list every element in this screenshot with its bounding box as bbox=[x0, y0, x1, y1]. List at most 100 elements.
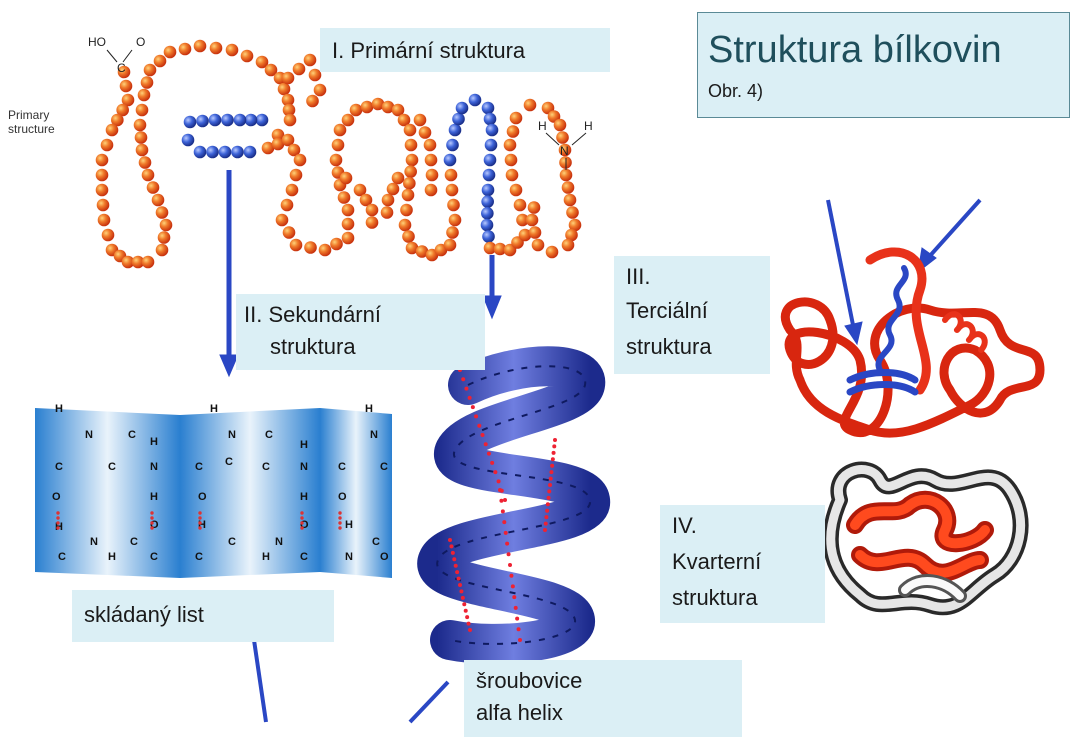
sheet-atom: C bbox=[225, 456, 233, 468]
helix-bond-dot bbox=[498, 488, 502, 492]
bead-red bbox=[96, 169, 109, 182]
helix-bond-dot bbox=[493, 470, 497, 474]
primary-structure-label: I. Primární struktura bbox=[332, 38, 525, 64]
sheet-atom: N bbox=[228, 429, 236, 441]
bead-red bbox=[283, 226, 296, 239]
secondary-label-line-1: II. Sekundární bbox=[244, 302, 381, 328]
helix-bond-dot bbox=[502, 520, 506, 524]
helix-bond-dot bbox=[487, 452, 491, 456]
sheet-atom: C bbox=[58, 551, 66, 563]
helix-bond-dot bbox=[451, 551, 455, 555]
bead-red bbox=[158, 231, 171, 244]
helix-bond-dot bbox=[544, 515, 548, 519]
helix-bond-dot bbox=[507, 552, 511, 556]
bead-blue bbox=[481, 207, 494, 220]
bead-red bbox=[528, 201, 541, 214]
bead-blue bbox=[234, 114, 247, 127]
bead-blue bbox=[444, 154, 457, 167]
bead-red bbox=[510, 184, 523, 197]
sheet-atom: C bbox=[150, 551, 158, 563]
bead-red bbox=[144, 64, 157, 77]
helix-bond-dot bbox=[449, 544, 453, 548]
hydrogen-bond-dot bbox=[150, 511, 153, 514]
helix-bond-dot bbox=[452, 557, 456, 561]
bead-red bbox=[424, 139, 437, 152]
pleated-sheet-label: skládaný list bbox=[84, 602, 204, 628]
helix-bond-dot bbox=[504, 531, 508, 535]
sheet-atom: C bbox=[195, 551, 203, 563]
hydrogen-bond-dot bbox=[338, 516, 341, 519]
bead-red bbox=[562, 181, 575, 194]
bead-red bbox=[293, 63, 306, 76]
bead-red bbox=[306, 95, 319, 108]
tertiary-label-line-1: III. bbox=[626, 264, 650, 290]
helix-bond-dot bbox=[468, 628, 472, 632]
sheet-atom: C bbox=[55, 461, 63, 473]
bead-red bbox=[404, 165, 417, 178]
bead-red bbox=[400, 204, 413, 217]
bead-red bbox=[342, 232, 355, 245]
bead-red bbox=[350, 104, 363, 117]
bead-red bbox=[141, 76, 154, 89]
helix-bond-dot bbox=[515, 617, 519, 621]
bead-red bbox=[506, 169, 519, 182]
bead-red bbox=[505, 154, 518, 167]
hydrogen-bond-dot bbox=[300, 511, 303, 514]
amino-n: N bbox=[560, 144, 569, 158]
bead-red bbox=[392, 172, 405, 185]
bead-red bbox=[154, 55, 167, 68]
bead-red bbox=[526, 214, 539, 227]
bead-red bbox=[532, 239, 545, 252]
quaternary-label-line-1: IV. bbox=[672, 513, 697, 539]
bead-red bbox=[332, 139, 345, 152]
bead-blue bbox=[184, 116, 197, 129]
bead-blue bbox=[256, 114, 269, 127]
bead-red bbox=[447, 199, 460, 212]
bead-blue bbox=[483, 169, 496, 182]
sheet-atom: H bbox=[365, 403, 373, 415]
helix-bond-dot bbox=[457, 577, 461, 581]
quaternary-structure-label-box: IV. Kvarterní struktura bbox=[660, 505, 825, 623]
bead-red bbox=[156, 206, 169, 219]
bead-blue bbox=[209, 114, 222, 127]
bead-red bbox=[562, 239, 575, 252]
bead-red bbox=[152, 194, 165, 207]
bead-red bbox=[403, 177, 416, 190]
bead-blue bbox=[182, 134, 195, 147]
title-box: Struktura bílkovin Obr. 4) bbox=[697, 12, 1070, 118]
hydrogen-bond-dot bbox=[198, 526, 201, 529]
helix-bond-dot bbox=[553, 438, 557, 442]
bead-red bbox=[334, 124, 347, 137]
bead-blue bbox=[244, 146, 257, 159]
helix-bond-dot bbox=[461, 596, 465, 600]
alpha-helix-label-box: šroubovice alfa helix bbox=[464, 660, 742, 737]
bead-red bbox=[226, 44, 239, 57]
bead-red bbox=[404, 124, 417, 137]
hydrogen-bond-dot bbox=[198, 516, 201, 519]
hydrogen-bond-dot bbox=[198, 511, 201, 514]
bead-red bbox=[402, 189, 415, 202]
bead-red bbox=[276, 214, 289, 227]
primary-structure-label-box: I. Primární struktura bbox=[320, 28, 610, 72]
helix-bond-dot bbox=[462, 602, 466, 606]
sheet-atom: N bbox=[150, 461, 158, 473]
hydrogen-bond-dot bbox=[300, 526, 303, 529]
bead-red bbox=[136, 104, 149, 117]
helix-bond-dot bbox=[461, 377, 465, 381]
bead-blue bbox=[221, 114, 234, 127]
alpha-helix bbox=[437, 366, 590, 644]
helix-bond-dot bbox=[545, 509, 549, 513]
helix-bond-dot bbox=[552, 444, 556, 448]
hydrogen-bond-dot bbox=[300, 521, 303, 524]
bead-red bbox=[194, 40, 207, 53]
bead-blue bbox=[194, 146, 207, 159]
bead-red bbox=[138, 89, 151, 102]
sheet-atom: N bbox=[90, 536, 98, 548]
bead-blue bbox=[219, 146, 232, 159]
bead-red bbox=[290, 169, 303, 182]
sheet-atom: C bbox=[300, 551, 308, 563]
bead-red bbox=[446, 226, 459, 239]
bead-red bbox=[284, 114, 297, 127]
sheet-atom: H bbox=[300, 491, 308, 503]
bead-blue bbox=[481, 219, 494, 232]
